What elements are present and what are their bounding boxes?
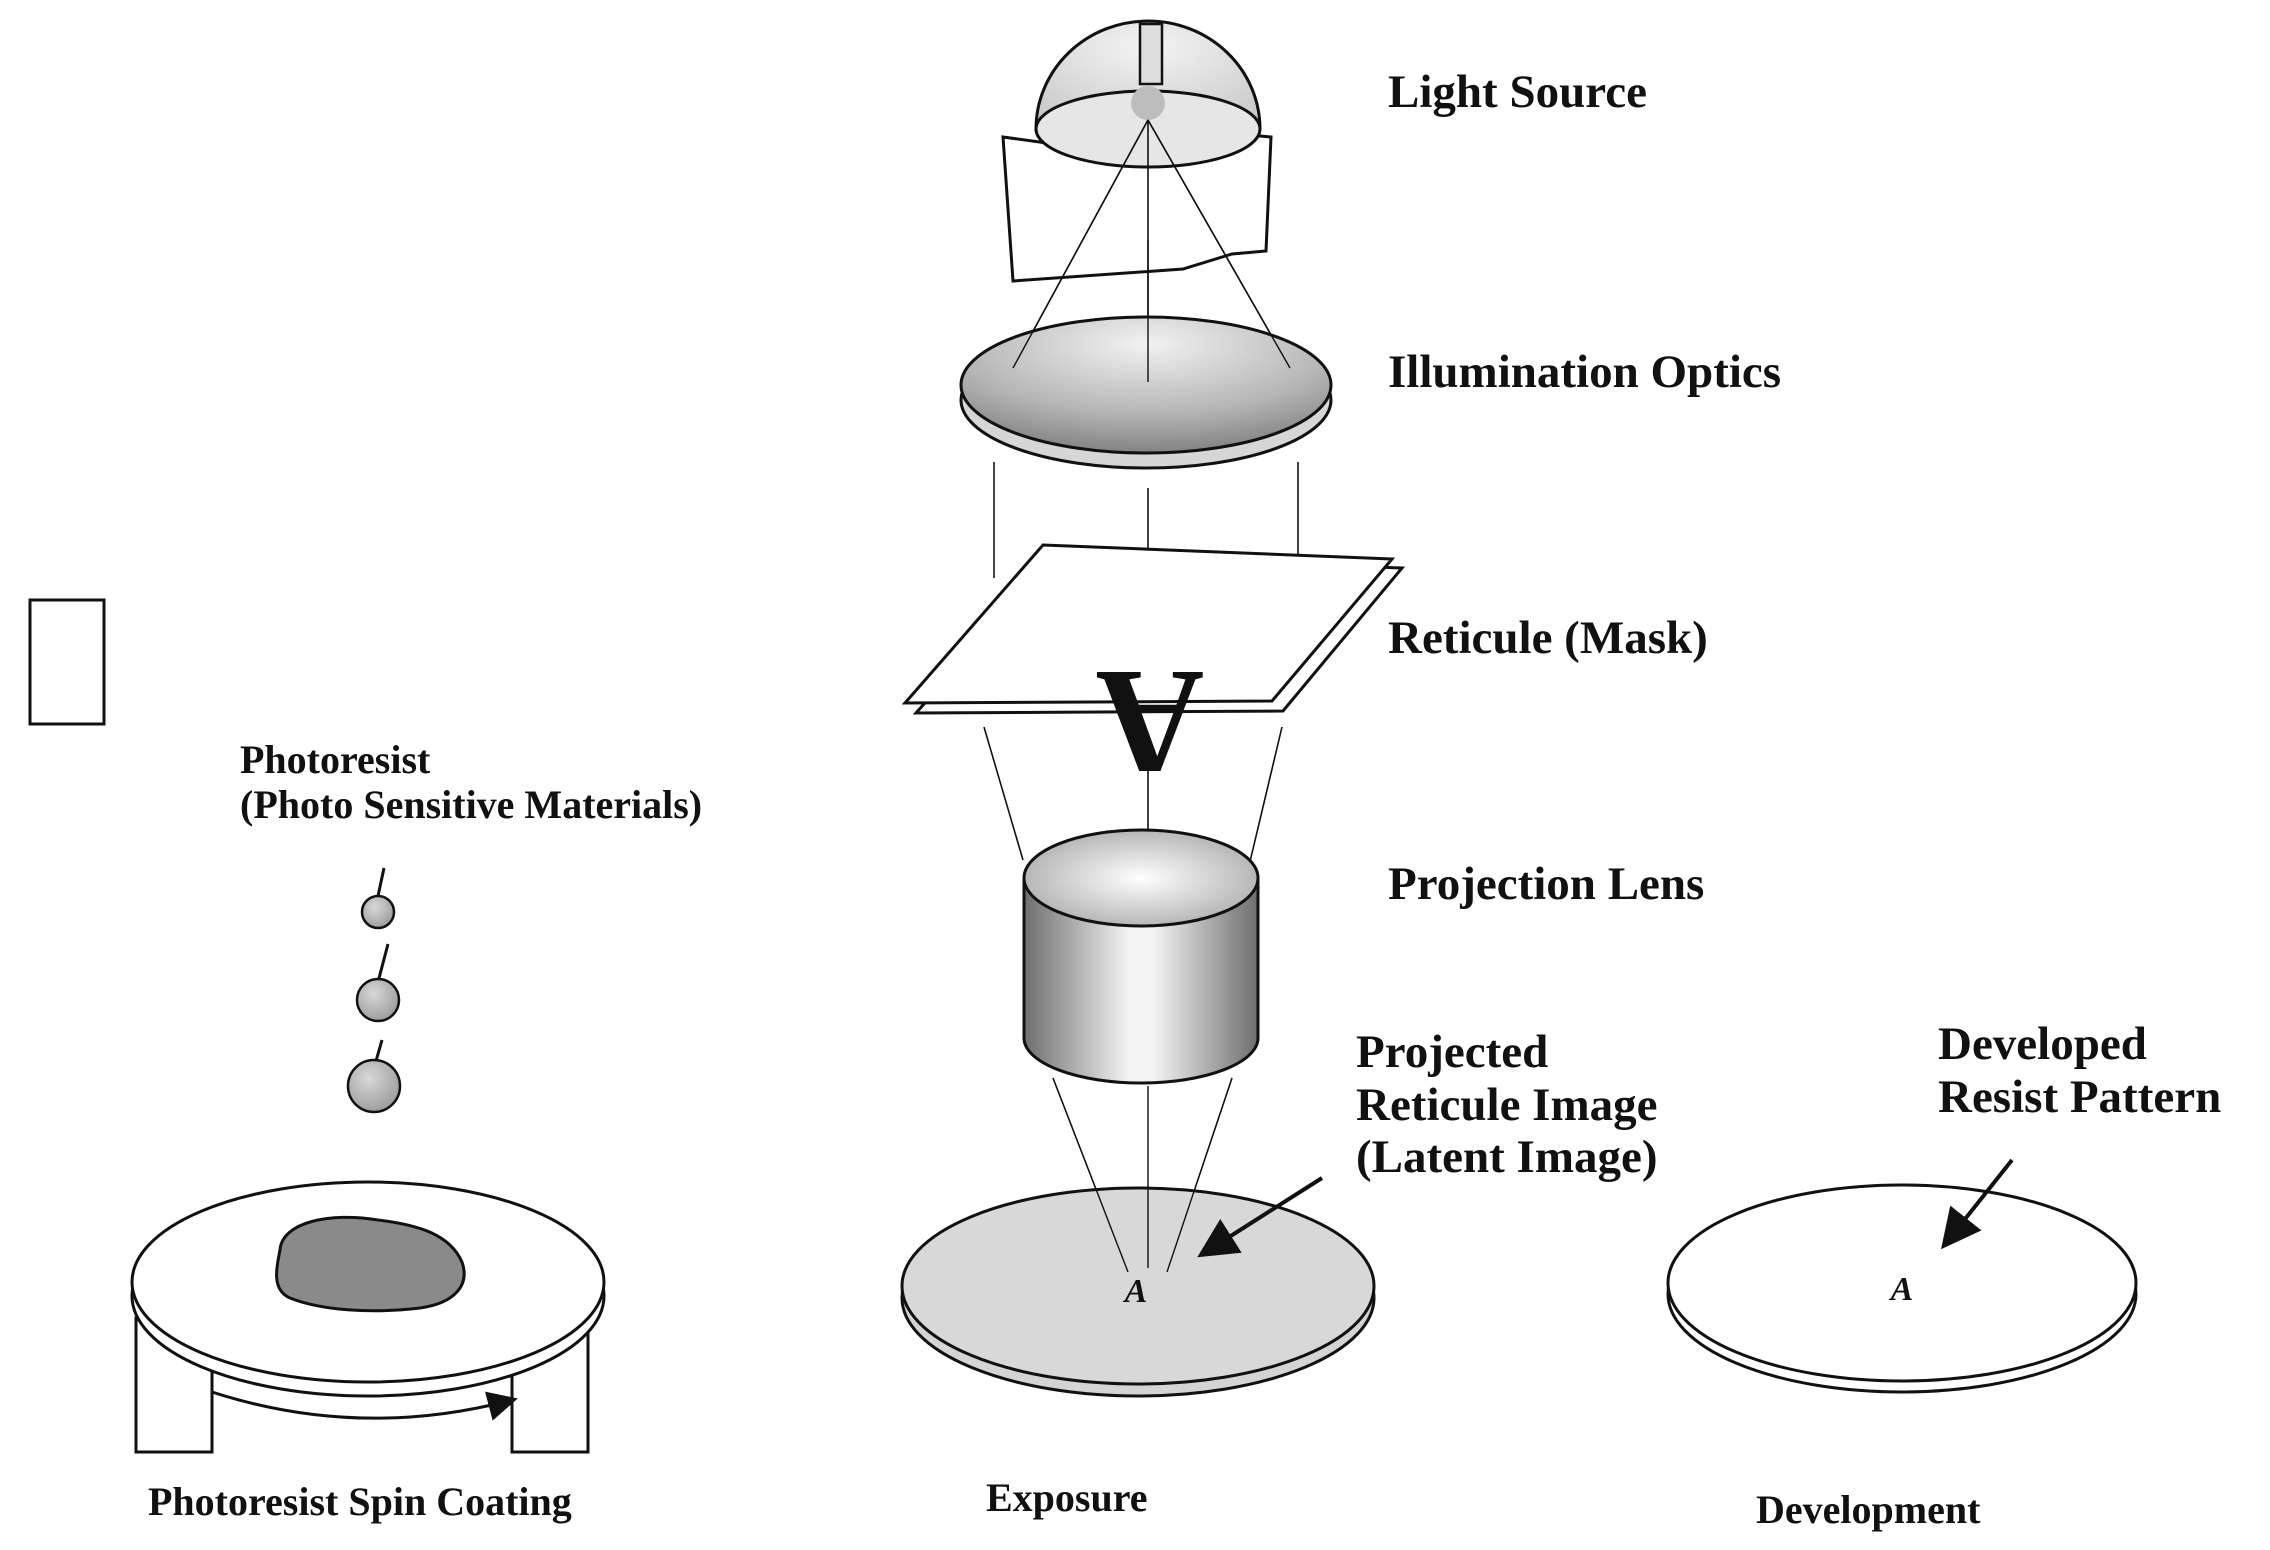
- label-projected-line1: Projected: [1356, 1026, 1549, 1078]
- spin-coater: [130, 1180, 606, 1454]
- label-developed-line1: Developed: [1938, 1018, 2147, 1070]
- caption-spin-coating: Photoresist Spin Coating: [148, 1479, 572, 1524]
- label-photoresist: Photoresist (Photo Sensitive Materials): [240, 737, 703, 828]
- label-projected-line3: (Latent Image): [1356, 1131, 1658, 1184]
- label-projected-line2: Reticule Image: [1356, 1078, 1658, 1131]
- light-source: [1001, 19, 1291, 380]
- latent-image-arrow: [1197, 1176, 1324, 1258]
- caption-exposure: Exposure: [986, 1475, 1148, 1520]
- developed-letter: A: [1889, 1271, 1914, 1308]
- wafer-letter: A: [1123, 1273, 1148, 1310]
- exposure-wafer: A: [900, 1077, 1376, 1398]
- mask-letter: A: [1096, 639, 1204, 805]
- label-reticule-mask: Reticule (Mask): [1388, 612, 1708, 664]
- label-projection-lens: Projection Lens: [1388, 858, 1705, 910]
- label-projected-image: Projected Reticule Image (Latent Image): [1356, 1026, 1658, 1184]
- reticule-mask: A: [901, 543, 1406, 805]
- label-illumination-optics: Illumination Optics: [1388, 346, 1782, 398]
- photoresist-drops: [346, 867, 402, 1114]
- empty-box: [28, 598, 106, 726]
- drop-2: [355, 943, 401, 1023]
- label-developed-line2: Resist Pattern: [1938, 1070, 2222, 1123]
- illumination-optics: [959, 119, 1333, 470]
- label-light-source: Light Source: [1388, 66, 1647, 118]
- projection-lens: [1022, 828, 1260, 1085]
- caption-development: Development: [1756, 1487, 1981, 1532]
- drop-1: [360, 867, 396, 930]
- label-photoresist-line2: (Photo Sensitive Materials): [240, 781, 703, 827]
- development-wafer: A: [1666, 1183, 2138, 1394]
- developed-pattern-arrow: [1941, 1158, 2014, 1250]
- label-developed-pattern: Developed Resist Pattern: [1938, 1018, 2221, 1123]
- drop-3: [346, 1039, 402, 1114]
- label-photoresist-line1: Photoresist: [240, 737, 431, 782]
